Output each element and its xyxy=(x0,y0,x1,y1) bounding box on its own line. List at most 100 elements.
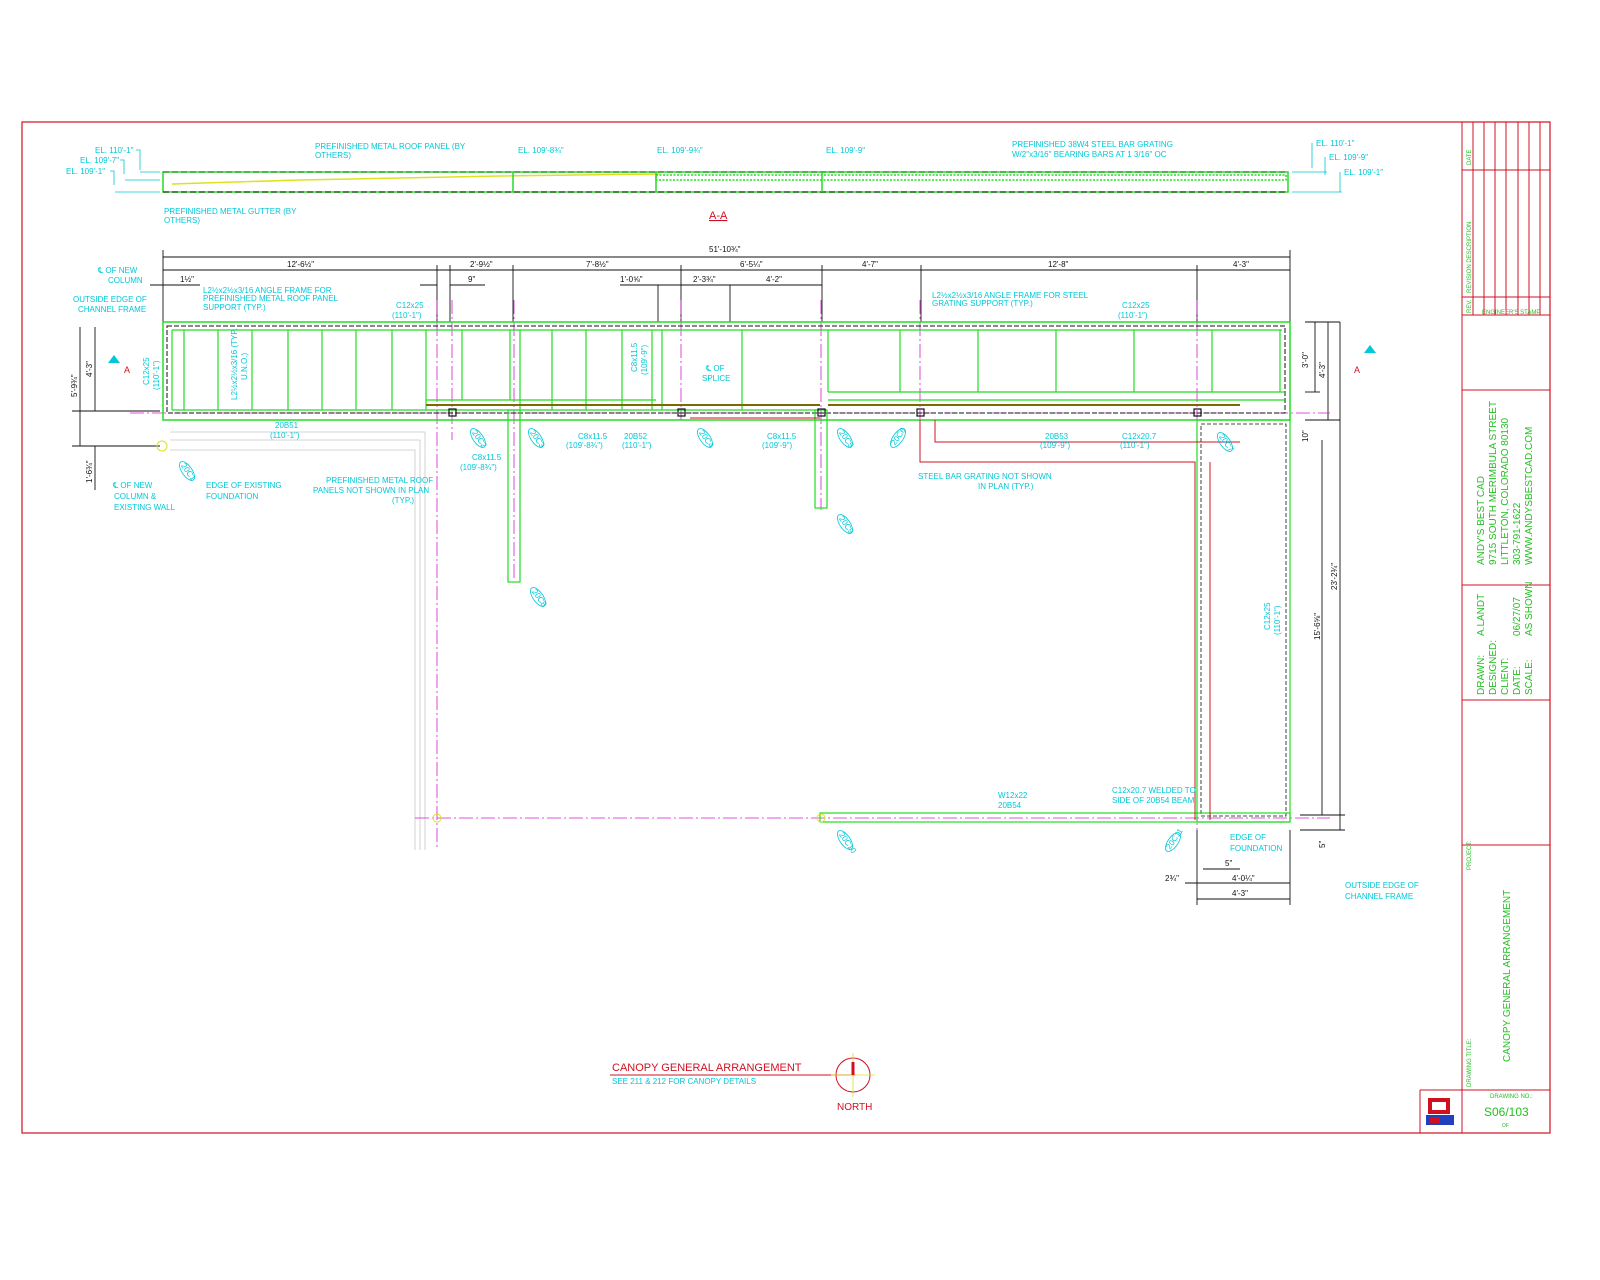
plan-label: ℄ OF xyxy=(705,364,725,373)
plan-label: L2½x2½x3/16 ANGLE FRAME FOR STEEL xyxy=(932,291,1089,300)
plan-label: (110'-1") xyxy=(392,311,422,320)
company-website: WWW.ANDYSBESTCAD.COM xyxy=(1524,427,1535,565)
field-label: DATE: xyxy=(1512,666,1523,695)
plan-label: COLUMN & xyxy=(114,492,157,501)
company-logo-icon xyxy=(1426,1098,1454,1125)
plan-label: C12x25 xyxy=(396,301,424,310)
column-tag: 20C10 xyxy=(837,831,858,856)
north-label: NORTH xyxy=(837,1102,872,1113)
plan-label: OUTSIDE EDGE OF xyxy=(73,295,147,304)
plan-label: COLUMN xyxy=(108,276,143,285)
sheet-border xyxy=(21,121,1551,1134)
field-label: DRAWN: xyxy=(1476,655,1487,695)
plan-label: STEEL BAR GRATING NOT SHOWN xyxy=(918,472,1052,481)
drawing-title-label: DRAWING TITLE: xyxy=(1467,1038,1473,1087)
elevation-label: EL. 109'-9" xyxy=(826,146,865,155)
plan-label: L2½x2½x3/16 ANGLE FRAME FOR xyxy=(203,286,332,295)
plan-label: FOUNDATION xyxy=(206,492,259,501)
plan-label: (109'-8¾") xyxy=(460,463,497,472)
section-marker-right: A xyxy=(1354,345,1376,375)
dimension-text: 12'-6½" xyxy=(287,260,314,269)
field-value: 06/27/07 xyxy=(1512,597,1523,636)
north-arrow-icon: NORTH xyxy=(831,1053,875,1113)
field-value: A.LANDT xyxy=(1476,594,1487,636)
dimension-text: 7'-8½" xyxy=(586,260,609,269)
dimension-texts: 51'-10¾" 12'-6½" 2'-9½" 7'-8½" 6'-5¼" 4'… xyxy=(70,245,1339,898)
title-block xyxy=(1419,122,1550,1133)
elevation-label: EL. 109'-9" xyxy=(1329,153,1368,162)
plan-label: L2½x2½x3/16 (TYP. xyxy=(230,328,239,400)
plan-label: (110'-1") xyxy=(1118,311,1148,320)
plan-labels: ℄ OF NEW COLUMN OUTSIDE EDGE OF CHANNEL … xyxy=(73,266,1419,901)
elevation-label: EL. 110'-1" xyxy=(95,146,134,155)
dimension-text: 2'-3¾" xyxy=(693,275,716,284)
plan-label: PREFINISHED METAL ROOF xyxy=(326,476,433,485)
caption-subtitle: SEE 211 & 212 FOR CANOPY DETAILS xyxy=(612,1077,756,1086)
plan-label: PREFINISHED METAL ROOF PANEL xyxy=(203,294,339,303)
plan-label: U.N.O.) xyxy=(240,353,249,380)
plan-label: CHANNEL FRAME xyxy=(78,305,146,314)
plan-label: (109'-9") xyxy=(1040,441,1070,450)
column-tag: 20C6 xyxy=(889,426,908,447)
plan-label: (109'-8¾") xyxy=(566,441,603,450)
field-value: AS SHOWN xyxy=(1524,582,1535,636)
elevation-label: EL. 110'-1" xyxy=(1316,139,1355,148)
plan-label: FOUNDATION xyxy=(1230,844,1283,853)
plan-label: EDGE OF xyxy=(1230,833,1266,842)
dimension-text: 5" xyxy=(1318,841,1327,848)
dimension-text: 23'-2¾" xyxy=(1330,563,1339,590)
section-a-a: A-A EL. 110'-1" EL. 109'-7" EL. 109'-1" … xyxy=(66,139,1383,225)
drawing-caption: CANOPY GENERAL ARRANGEMENT SEE 211 & 212… xyxy=(610,1062,855,1086)
dimension-text: 1'-6¾" xyxy=(85,460,94,483)
revision-column-header: REVISION DESCRIPTION xyxy=(1467,222,1473,293)
dimension-text: 6'-5¼" xyxy=(740,260,763,269)
dimension-text: 4'-2" xyxy=(766,275,782,284)
plan-label: OUTSIDE EDGE OF xyxy=(1345,881,1419,890)
elevation-label: EL. 109'-1" xyxy=(1344,168,1383,177)
plan-label: CHANNEL FRAME xyxy=(1345,892,1413,901)
plan-label: (109'-9") xyxy=(762,441,792,450)
section-marker-label: A xyxy=(124,365,130,375)
date-column-header: DATE xyxy=(1467,149,1473,165)
plan-label: EXISTING WALL xyxy=(114,503,176,512)
dimension-text: 5" xyxy=(1225,859,1232,868)
drawing-number-label: DRAWING NO.: xyxy=(1490,1094,1533,1100)
elevation-label: EL. 109'-1" xyxy=(66,167,105,176)
section-title: A-A xyxy=(709,210,728,222)
gutter-note: OTHERS) xyxy=(164,216,200,225)
title-block-text: DATE REVISION DESCRIPTION REV. ENGINEER'… xyxy=(1467,149,1540,1129)
dimension-text: 4'-7" xyxy=(862,260,878,269)
plan-label: C12x20.7 xyxy=(1122,432,1157,441)
dimension-text: 9" xyxy=(468,275,475,284)
section-marker-left: A xyxy=(108,355,130,375)
plan-label: C8x11.5 xyxy=(578,432,608,441)
overall-dimension: 51'-10¾" xyxy=(709,245,741,254)
plan-label: W12x22 xyxy=(998,791,1028,800)
plan-label: (110'-1") xyxy=(622,441,652,450)
dimension-text: 4'-3" xyxy=(1233,260,1249,269)
dimension-text: 5'-9¾" xyxy=(70,374,79,397)
plan-label: PANELS NOT SHOWN IN PLAN xyxy=(313,486,429,495)
field-label: DESIGNED: xyxy=(1488,640,1499,695)
plan-label: C8x11.5 xyxy=(630,342,639,372)
plan-label: (110'-1") xyxy=(1120,441,1150,450)
project-label: PROJECT: xyxy=(1467,841,1473,870)
plan-label: SPLICE xyxy=(702,374,730,383)
plan-label: C12x25 xyxy=(1263,602,1272,630)
plan-label: (110'-1") xyxy=(152,360,161,390)
drawing-title: CANOPY GENERAL ARRANGEMENT xyxy=(1502,890,1513,1062)
dimension-text: 10" xyxy=(1301,430,1310,442)
plan-label: C8x11.5 xyxy=(472,453,502,462)
beam-tag: 20B51 xyxy=(275,421,299,430)
dimension-text: 2¾" xyxy=(1165,874,1179,883)
dimension-text: 12'-8" xyxy=(1048,260,1069,269)
beam-tag: 20B53 xyxy=(1045,432,1069,441)
dimension-text: 4'-3" xyxy=(85,361,94,377)
engineer-stamp-label: ENGINEER'S STAMP xyxy=(1482,310,1540,316)
plan-label: (110'-1") xyxy=(270,431,300,440)
dimension-text: 2'-9½" xyxy=(470,260,493,269)
gutter-note: PREFINISHED METAL GUTTER (BY xyxy=(164,207,297,216)
company-phone: 303-791-1622 xyxy=(1512,502,1523,565)
elevation-label: EL. 109'-8¾" xyxy=(518,146,564,155)
